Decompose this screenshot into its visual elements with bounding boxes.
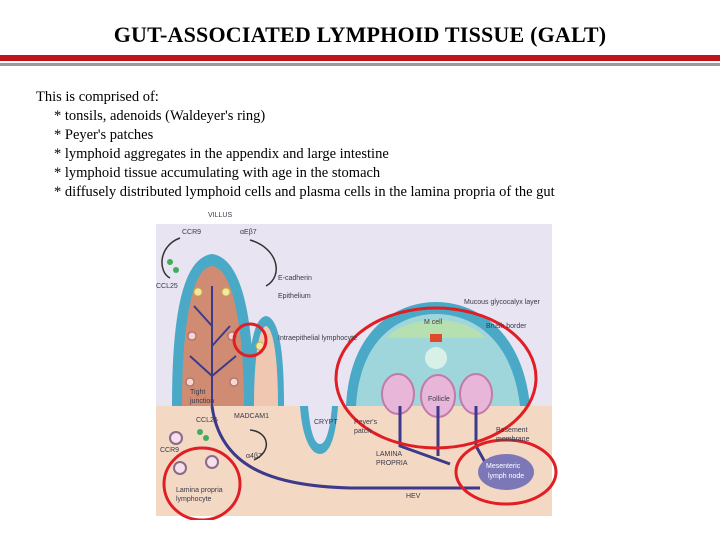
highlight-circle-iel	[232, 322, 268, 358]
a4b7-arrow	[249, 429, 267, 461]
label-e-cadherin: E-cadherin	[278, 275, 312, 282]
m-cell-marker	[430, 334, 442, 342]
label-tight-junction-1: Tight	[190, 389, 205, 396]
mesenteric-lymph-node	[478, 454, 534, 490]
label-mucous: Mucous glycocalyx layer	[464, 299, 541, 306]
label-ccr9-top: CCR9	[182, 229, 201, 236]
villus-cell	[193, 287, 203, 297]
label-iel: Intraepithelial lymphocyte	[278, 335, 357, 342]
label-hev: HEV	[406, 493, 421, 500]
label-basement-2: membrane	[496, 436, 530, 443]
aeb7-arrow	[249, 239, 277, 287]
label-follicle: Follicle	[428, 396, 450, 403]
highlight-circle-peyers-patch	[334, 306, 538, 450]
ccl25-dot	[197, 429, 203, 435]
lymphatic-vessels	[210, 405, 488, 490]
label-ccr9-bottom: CCR9	[160, 447, 179, 454]
label-madcam1: MADCAM1	[234, 413, 269, 420]
galt-figure: VILLUS CCR9 αEβ7 CCL25 E-cadherin Epithe…	[150, 206, 560, 520]
title-rule-gray	[0, 63, 720, 66]
label-ccl25-bottom: CCL25	[196, 417, 218, 424]
ccl25-dot	[167, 259, 173, 265]
title-rule-red	[0, 55, 720, 61]
ccr9-arrow	[161, 237, 181, 279]
bullet-item: * diffusely distributed lymphoid cells a…	[54, 184, 555, 200]
villus-cell	[185, 377, 195, 387]
label-m-cell: M cell	[424, 319, 443, 326]
label-mesenteric-2: lymph node	[488, 473, 524, 480]
label-lpl-2: lymphocyte	[176, 496, 212, 503]
bullet-item: * lymphoid aggregates in the appendix an…	[54, 146, 389, 162]
follicle-left	[381, 373, 415, 415]
label-ccl25-top: CCL25	[156, 283, 178, 290]
bullet-item: * Peyer's patches	[54, 127, 154, 143]
label-lamina-1: LAMINA	[376, 451, 402, 458]
bullet-item: * tonsils, adenoids (Waldeyer's ring)	[54, 108, 266, 124]
label-brush-border: Brush border	[486, 323, 527, 330]
label-mesenteric-1: Mesenteric	[486, 463, 521, 470]
label-a4b7: α4β7	[246, 453, 262, 460]
lamina-cell	[205, 455, 219, 469]
ccl25-dot	[203, 435, 209, 441]
label-basement-1: Basement	[496, 427, 528, 434]
lamina-cell	[173, 461, 187, 475]
label-peyer-1: Peyer's	[354, 419, 378, 426]
m-cell-region	[386, 320, 486, 338]
villus-vessels	[189, 286, 237, 406]
label-epithelium: Epithelium	[278, 293, 311, 300]
lamina-cell	[169, 431, 183, 445]
intro-line: This is comprised of:	[36, 89, 159, 105]
label-tight-junction-2: junction	[189, 398, 214, 405]
page-title: GUT-ASSOCIATED LYMPHOID TISSUE (GALT)	[113, 22, 607, 47]
highlight-circle-lymph-node	[454, 438, 558, 506]
ccl25-dot	[173, 267, 179, 273]
label-lpl-1: Lamina propria	[176, 487, 223, 494]
bullet-item: * lymphoid tissue accumulating with age …	[54, 165, 381, 181]
label-villus: VILLUS	[208, 212, 232, 219]
dome-cell	[425, 347, 447, 369]
label-lamina-2: PROPRIA	[376, 460, 408, 467]
highlight-circle-lamina-lymphocyte	[162, 446, 242, 520]
villus-cell	[187, 331, 197, 341]
villus-cell	[229, 377, 239, 387]
body-text: This is comprised of: * tonsils, adenoid…	[36, 88, 555, 202]
villus-cell	[221, 287, 231, 297]
label-crypt: CRYPT	[314, 419, 338, 426]
label-peyer-2: patch	[354, 428, 371, 435]
label-aeb7: αEβ7	[240, 229, 257, 236]
galt-diagram: VILLUS CCR9 αEβ7 CCL25 E-cadherin Epithe…	[156, 212, 558, 520]
crypt-lumen	[308, 406, 332, 444]
